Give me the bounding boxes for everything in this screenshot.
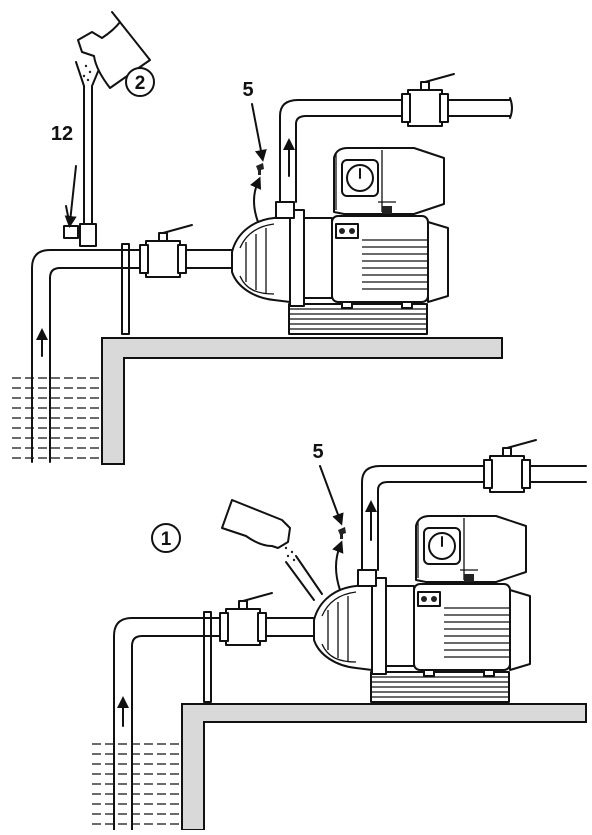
bottle-bottom [221,499,296,562]
step-1-badge [151,523,181,553]
vent-plug-top [256,163,264,175]
discharge-pipe-top [279,99,403,203]
outlet-valve-top [401,73,455,127]
inlet-valve-top [139,224,193,278]
bottle-top [77,11,151,89]
scene-bottom: 1 5 [92,439,587,831]
pump-top [231,147,449,335]
pipe-support-top [121,243,130,335]
scene-top: 2 12 5 [12,11,513,465]
vent-plug-bottom [338,527,346,539]
outlet-valve-bottom [483,439,537,493]
vent-5-label-top: 5 [242,79,253,101]
ledge-top [101,337,503,465]
priming-valve-12 [63,225,79,239]
vent-5-label-bottom: 5 [312,441,323,463]
tee-fitting-top [79,223,97,247]
water-bottom [92,743,180,825]
step-1-label: 1 [161,529,172,550]
ledge-bottom [181,703,587,831]
suction-pipe-top [31,249,241,463]
discharge-pipe-bottom [361,465,485,571]
valve-12-label: 12 [51,123,73,145]
suction-pipe-bottom [113,617,323,831]
step-2-badge [125,67,155,97]
pipe-support-bottom [203,611,212,703]
pump-bottom [313,515,531,703]
water-top [12,377,100,459]
step-2-label: 2 [135,73,146,94]
inlet-valve-bottom [219,592,273,646]
